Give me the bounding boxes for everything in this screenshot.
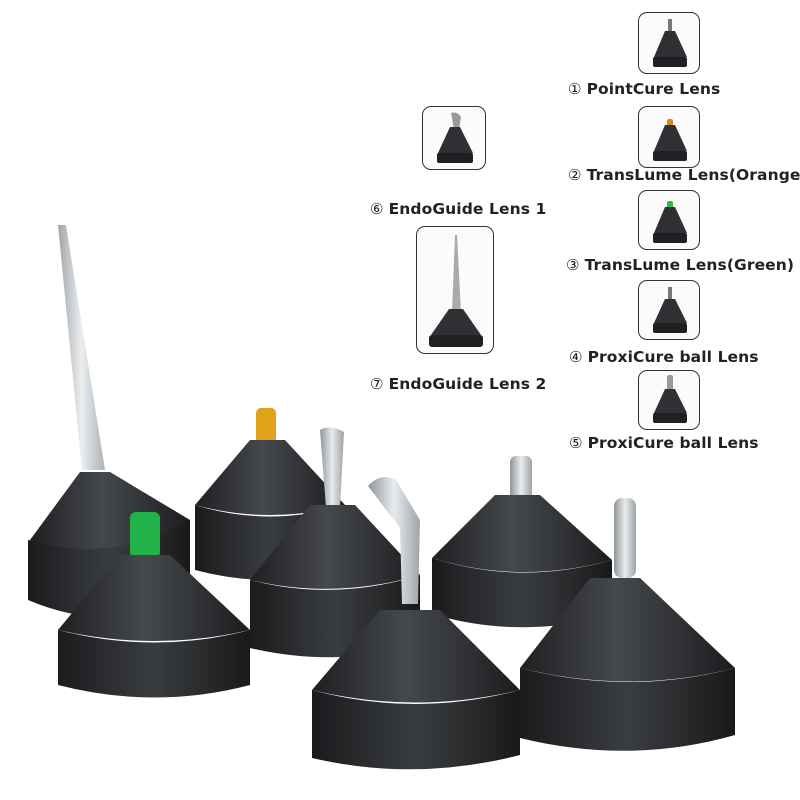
pointcure-lens-unit	[312, 477, 520, 770]
endoguide-lens-2-thumbnail	[416, 226, 494, 354]
translume-green-thumbnail	[638, 190, 700, 250]
proxicure-ball-thumbnail-4	[638, 280, 700, 340]
cone-icon	[437, 112, 473, 163]
proxicure-ball-unit-back	[432, 456, 612, 628]
pointcure-lens-thumbnail	[638, 12, 700, 74]
endoguide-lens-1-thumbnail	[422, 106, 486, 170]
cone-icon	[653, 119, 687, 161]
cone-icon	[653, 201, 687, 243]
translume-orange-thumbnail	[638, 106, 700, 168]
cone-icon	[653, 19, 687, 67]
proxicure-ball-unit-front	[520, 498, 735, 751]
cone-icon	[429, 235, 483, 347]
cone-icon	[653, 287, 687, 333]
translume-green-unit	[58, 512, 250, 698]
cone-icon	[653, 375, 687, 423]
proxicure-ball-thumbnail-5	[638, 370, 700, 430]
